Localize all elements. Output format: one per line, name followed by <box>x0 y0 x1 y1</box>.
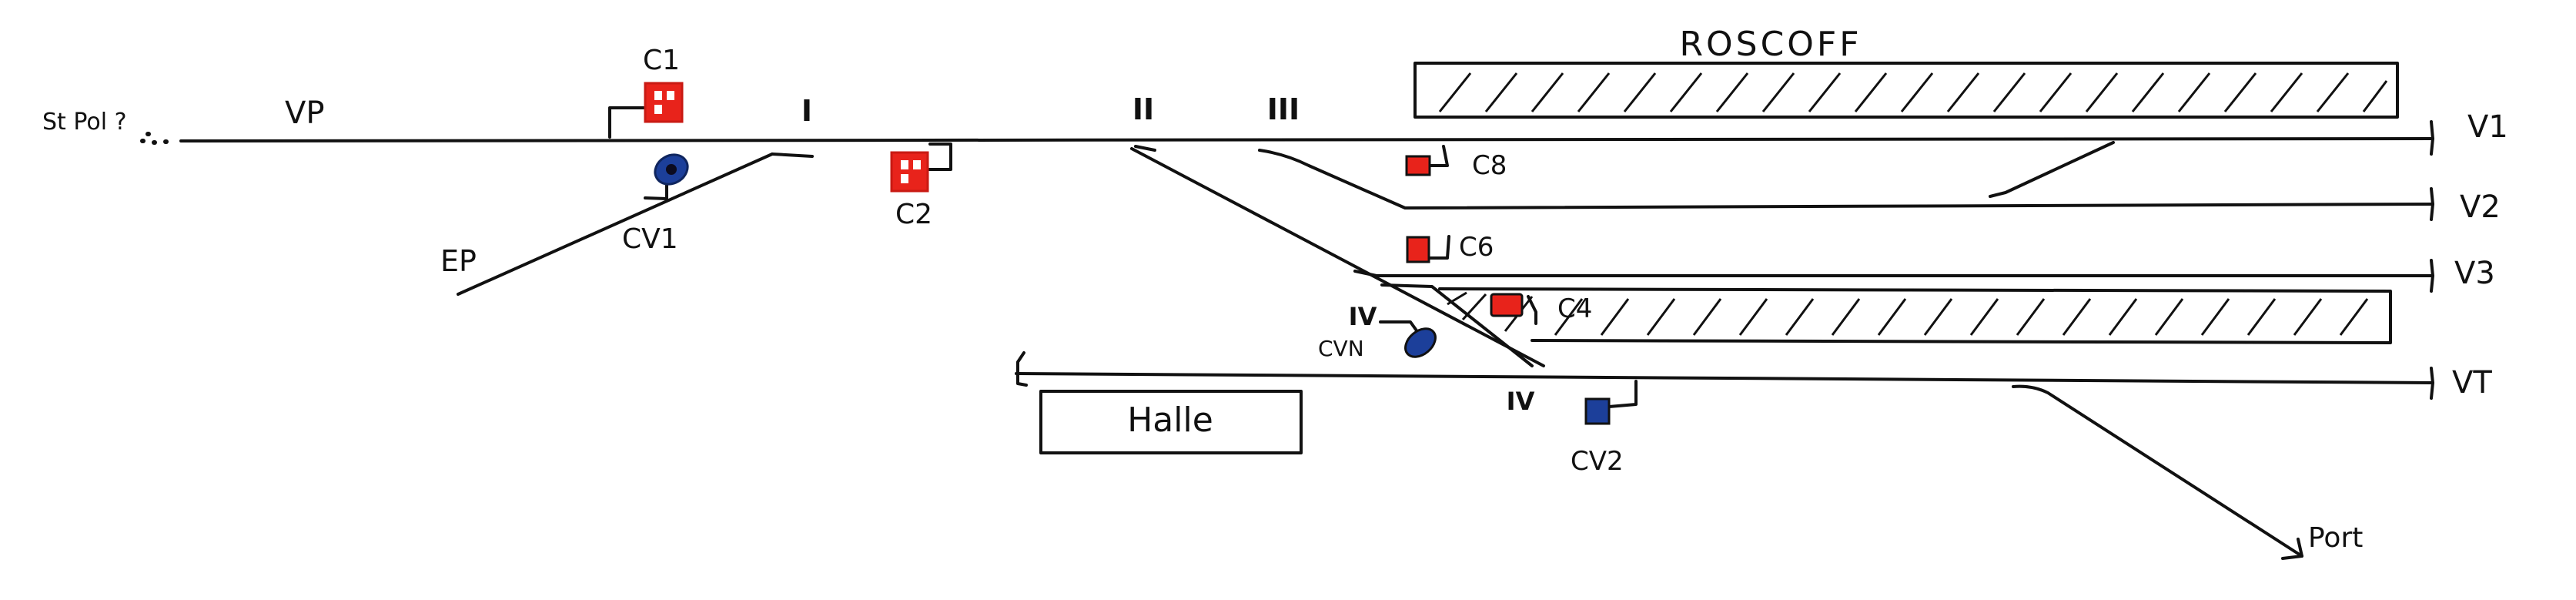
signal-cv2 <box>1584 380 1638 425</box>
buffer-stop-vt-west <box>1016 351 1028 387</box>
signal-cvn <box>1379 320 1437 358</box>
signal-c4-label: C4 <box>1557 293 1592 324</box>
buffer-stop-vt-east <box>2430 367 2434 400</box>
halle-building <box>1039 390 1303 454</box>
signal-c1-label: C1 <box>643 45 680 76</box>
signal-c6-label: C6 <box>1459 232 1494 263</box>
buffer-stop-v2 <box>2430 187 2434 221</box>
track-label-v3: V3 <box>2454 256 2495 291</box>
port-branch-track <box>2012 384 2303 558</box>
signal-c1 <box>608 82 684 139</box>
main-line-label: VP <box>285 96 324 131</box>
signal-c4 <box>1490 293 1537 325</box>
ep-branch-label: EP <box>440 244 477 278</box>
signal-cv1-label: CV1 <box>622 223 678 255</box>
signal-c2-label: C2 <box>895 199 932 230</box>
buffer-stop-v1 <box>2430 120 2434 156</box>
port-arrow <box>2281 538 2303 560</box>
buffer-stop-v3 <box>2430 259 2434 293</box>
switch-i-label: I <box>801 94 812 128</box>
switch-iii-label: III <box>1267 92 1300 126</box>
switch-i-blade <box>771 153 814 158</box>
signal-c8 <box>1405 145 1449 176</box>
signal-c6 <box>1406 235 1450 263</box>
halle-label: Halle <box>1127 401 1213 440</box>
lower-platform <box>1438 287 2392 344</box>
signal-c8-label: C8 <box>1472 150 1507 181</box>
switch-ii-label: II <box>1132 92 1154 126</box>
track-label-vt: VT <box>2452 365 2492 401</box>
roscoff-platform-building <box>1413 62 2399 119</box>
track-vt <box>1015 372 2434 384</box>
station-name: ROSCOFF <box>1679 25 1862 64</box>
track-v3 <box>1353 270 2434 277</box>
track-v2 <box>1258 149 2434 209</box>
switch-ii-blade <box>1134 145 1156 152</box>
crossover-v1-v2 <box>1989 141 2115 198</box>
port-label: Port <box>2308 522 2363 554</box>
dotted-continuation <box>140 132 169 145</box>
ep-branch-track <box>457 153 774 296</box>
signal-cv1 <box>644 153 689 200</box>
track-label-v1: V1 <box>2467 109 2508 145</box>
signal-cv2-label: CV2 <box>1571 446 1624 477</box>
main-track-v1 <box>179 137 2434 142</box>
siding-track-iv <box>1380 283 1534 367</box>
signal-c2 <box>890 142 952 193</box>
signal-cvn-label: CVN <box>1318 336 1364 361</box>
diagonal-track-ii-iv <box>1130 147 1545 367</box>
origin-label: St Pol ? <box>42 109 127 136</box>
track-label-v2: V2 <box>2460 189 2501 225</box>
switch-iv-label-upper: IV <box>1349 302 1377 331</box>
switch-iv-label-lower: IV <box>1507 387 1535 416</box>
